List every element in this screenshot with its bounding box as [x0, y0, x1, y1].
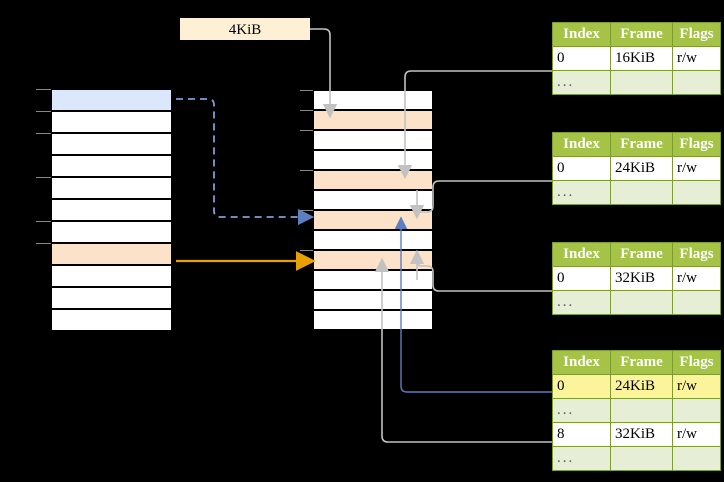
wire-table3-to-frame-line [416, 259, 552, 292]
cell-flags: r/w [672, 374, 721, 399]
cell-index: ... [552, 398, 611, 423]
cell-flags: r/w [672, 46, 721, 71]
frame-row[interactable] [313, 250, 433, 270]
vaddr-row[interactable] [51, 221, 172, 243]
cell-flags [672, 180, 721, 205]
cell-frame [610, 180, 673, 205]
column-header-flags: Flags [672, 350, 721, 375]
cell-frame: 32KiB [610, 422, 673, 447]
column-header-index: Index [552, 22, 611, 47]
table-row[interactable]: ... [552, 398, 721, 423]
frame-tick [300, 110, 313, 111]
vaddr-tick [36, 177, 51, 178]
frame-row[interactable] [313, 270, 433, 290]
cell-index: ... [552, 290, 611, 315]
vaddr-row[interactable] [51, 243, 172, 265]
column-header-flags: Flags [672, 22, 721, 47]
column-header-flags: Flags [672, 132, 721, 157]
table-row[interactable]: ... [552, 446, 721, 471]
cell-flags [672, 446, 721, 471]
frame-tick [300, 130, 313, 131]
vaddr-row[interactable] [51, 155, 172, 177]
table-row[interactable]: ... [552, 290, 721, 315]
cell-index: 8 [552, 422, 611, 447]
frame-row[interactable] [313, 110, 433, 130]
frame-row[interactable] [313, 190, 433, 210]
vaddr-row[interactable] [51, 89, 172, 111]
vaddr-row[interactable] [51, 111, 172, 133]
frame-row[interactable] [313, 290, 433, 310]
cell-frame [610, 398, 673, 423]
cell-frame: 32KiB [610, 266, 673, 291]
frame-row[interactable] [313, 210, 433, 230]
cell-frame: 24KiB [610, 156, 673, 181]
vaddr-tick [36, 89, 51, 90]
cell-frame: 24KiB [610, 374, 673, 399]
vaddr-row[interactable] [51, 265, 172, 287]
frame-row[interactable] [313, 150, 433, 170]
cell-frame: 16KiB [610, 46, 673, 71]
column-header-index: Index [552, 132, 611, 157]
column-header-flags: Flags [672, 242, 721, 267]
frame-row[interactable] [313, 170, 433, 190]
cell-index: ... [552, 180, 611, 205]
cell-index: 0 [552, 156, 611, 181]
cell-flags [672, 70, 721, 95]
frame-row[interactable] [313, 310, 433, 330]
cell-index: 0 [552, 374, 611, 399]
cell-flags [672, 398, 721, 423]
vaddr-row[interactable] [51, 287, 172, 309]
page-size-label: 4KiB [180, 18, 310, 40]
frame-tick [300, 250, 313, 251]
column-header-frame: Frame [610, 242, 673, 267]
cell-flags: r/w [672, 266, 721, 291]
frame-tick [300, 210, 313, 211]
frame-row[interactable] [313, 130, 433, 150]
cell-flags [672, 290, 721, 315]
table-row[interactable]: ... [552, 70, 721, 95]
column-header-frame: Frame [610, 350, 673, 375]
vaddr-tick [36, 111, 51, 112]
column-header-index: Index [552, 350, 611, 375]
vaddr-row[interactable] [51, 177, 172, 199]
cell-flags: r/w [672, 422, 721, 447]
vaddr-tick [36, 243, 51, 244]
wire-vaddr-blue-dashed [176, 98, 315, 226]
cell-flags: r/w [672, 156, 721, 181]
cell-index: ... [552, 446, 611, 471]
vaddr-row[interactable] [51, 133, 172, 155]
cell-frame [610, 70, 673, 95]
frame-tick [300, 170, 313, 171]
wire-table2-to-frame-line [416, 180, 552, 219]
frame-row[interactable] [313, 230, 433, 250]
table-row[interactable]: ... [552, 180, 721, 205]
column-header-index: Index [552, 242, 611, 267]
column-header-frame: Frame [610, 132, 673, 157]
column-header-frame: Frame [610, 22, 673, 47]
cell-index: ... [552, 70, 611, 95]
vaddr-row[interactable] [51, 199, 172, 221]
vaddr-row[interactable] [51, 309, 172, 331]
frame-tick [300, 90, 313, 91]
vaddr-tick [36, 133, 51, 134]
vaddr-tick [36, 221, 51, 222]
frame-row[interactable] [313, 90, 433, 110]
cell-index: 0 [552, 46, 611, 71]
cell-index: 0 [552, 266, 611, 291]
cell-frame [610, 290, 673, 315]
cell-frame [610, 446, 673, 471]
